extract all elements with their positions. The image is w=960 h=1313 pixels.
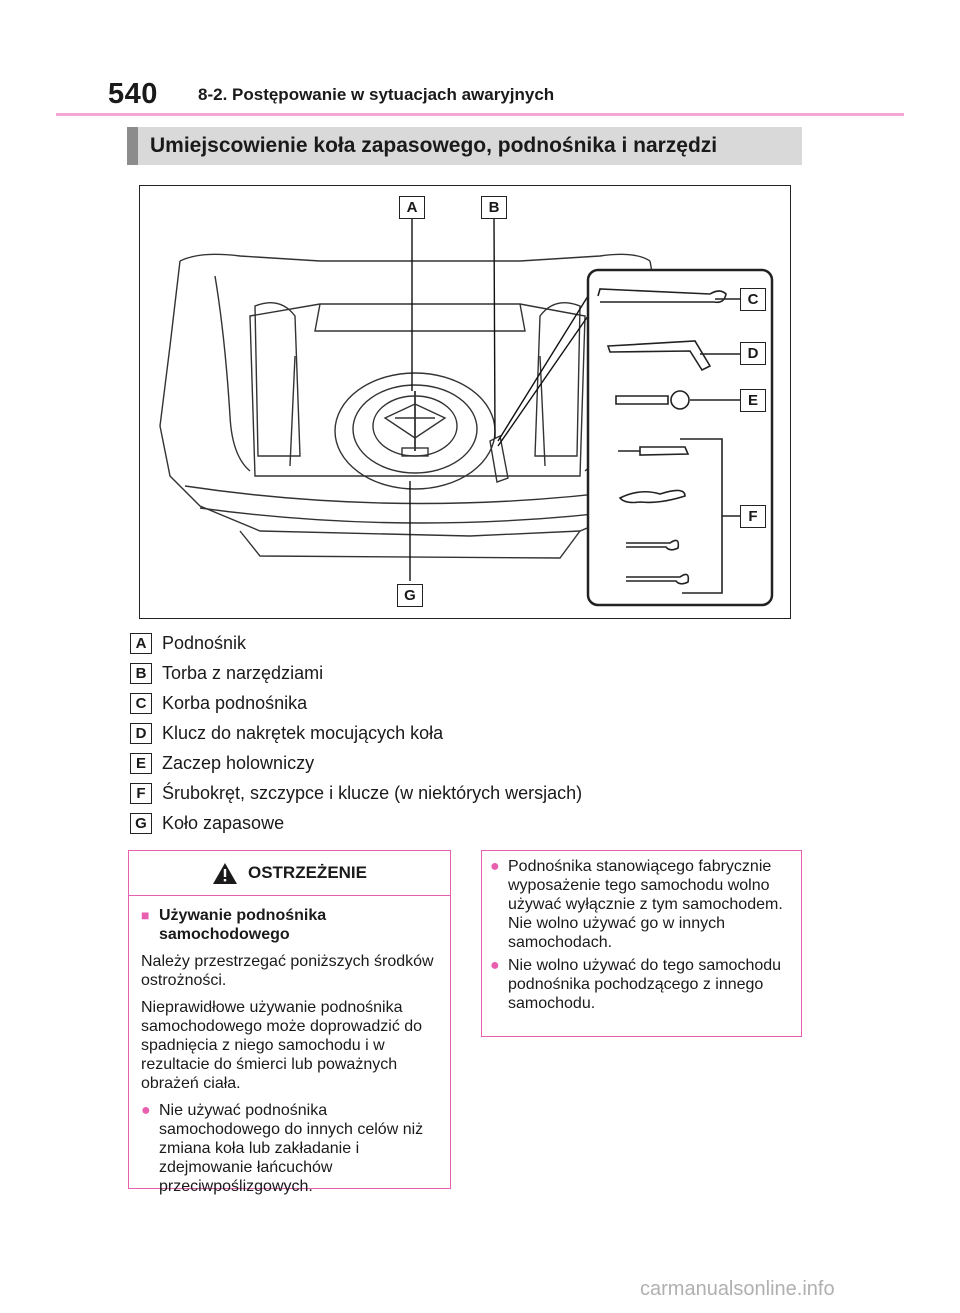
trunk-illustration: A B C D E F G [139,185,791,619]
legend-text: Podnośnik [162,632,247,653]
legend-letter: D [130,722,152,744]
warning-body: ■ Używanie podnośnika samochodowego Nale… [129,896,450,1196]
bullet-dot-icon: ● [490,957,500,974]
continued-bullet: ● Nie wolno używać do tego samochodu pod… [490,956,791,1013]
legend-text: Klucz do nakrętek mocujących koła [162,722,444,743]
callout-a: A [399,196,425,219]
legend-letter: F [130,782,152,804]
legend-item: C Korba podnośnika [130,688,307,718]
callout-g: G [397,584,423,607]
warning-subheading-text: Używanie podnośnika samochodowego [159,907,327,943]
warning-bullet: ● Nie używać podnośnika samochodowego do… [141,1101,438,1196]
callout-c: C [740,288,766,311]
continued-bullet: ● Podnośnika stanowiącego fabrycznie wyp… [490,857,791,952]
legend-item: G Koło zapasowe [130,808,284,838]
warning-continued-box: ● Podnośnika stanowiącego fabrycznie wyp… [481,850,802,1037]
legend-letter: A [130,632,152,654]
warning-para-2: Nieprawidłowe używanie podnośnika samoch… [141,999,423,1092]
callout-e: E [740,389,766,412]
callout-d: D [740,342,766,365]
warning-header: OSTRZEŻENIE [129,851,450,896]
continued-bullet-text: Podnośnika stanowiącego fabrycznie wypos… [508,858,783,951]
legend-text: Zaczep holowniczy [162,752,315,773]
legend-item: A Podnośnik [130,628,246,658]
legend-item: E Zaczep holowniczy [130,748,314,778]
warning-para-1: Należy przestrzegać poniższych środków o… [141,953,434,989]
legend-item: F Śrubokręt, szczypce i klucze (w niektó… [130,778,582,808]
legend-letter: B [130,662,152,684]
legend-letter: G [130,812,152,834]
legend-text: Korba podnośnika [162,692,308,713]
legend-item: D Klucz do nakrętek mocujących koła [130,718,443,748]
warning-bullet-text: Nie używać podnośnika samochodowego do i… [159,1102,424,1195]
legend-letter: E [130,752,152,774]
callout-b: B [481,196,507,219]
section-title: Umiejscowienie koła zapasowego, podnośni… [127,127,802,165]
warning-title: OSTRZEŻENIE [247,863,367,882]
callout-f: F [740,505,766,528]
legend-text: Koło zapasowe [162,812,285,833]
bullet-dot-icon: ● [141,1102,151,1119]
figure-legend: A Podnośnik B Torba z narzędziami C Korb… [130,628,582,838]
bullet-dot-icon: ● [490,858,500,875]
legend-item: B Torba z narzędziami [130,658,323,688]
chapter-title: 8-2. Postępowanie w sytuacjach awaryjnyc… [198,85,555,104]
warning-triangle-icon [212,862,237,884]
watermark: carmanualsonline.info [640,1278,835,1300]
legend-letter: C [130,692,152,714]
trunk-drawing [159,217,774,607]
page-number: 540 [108,78,158,110]
square-bullet-icon: ■ [141,907,150,923]
warning-subheading: ■ Używanie podnośnika samochodowego [141,906,438,944]
continued-bullet-text: Nie wolno używać do tego samochodu podno… [508,957,782,1012]
header-rule [56,113,904,116]
warning-box: OSTRZEŻENIE ■ Używanie podnośnika samoch… [128,850,451,1195]
legend-text: Śrubokręt, szczypce i klucze (w niektóry… [162,782,583,803]
legend-text: Torba z narzędziami [162,662,324,683]
